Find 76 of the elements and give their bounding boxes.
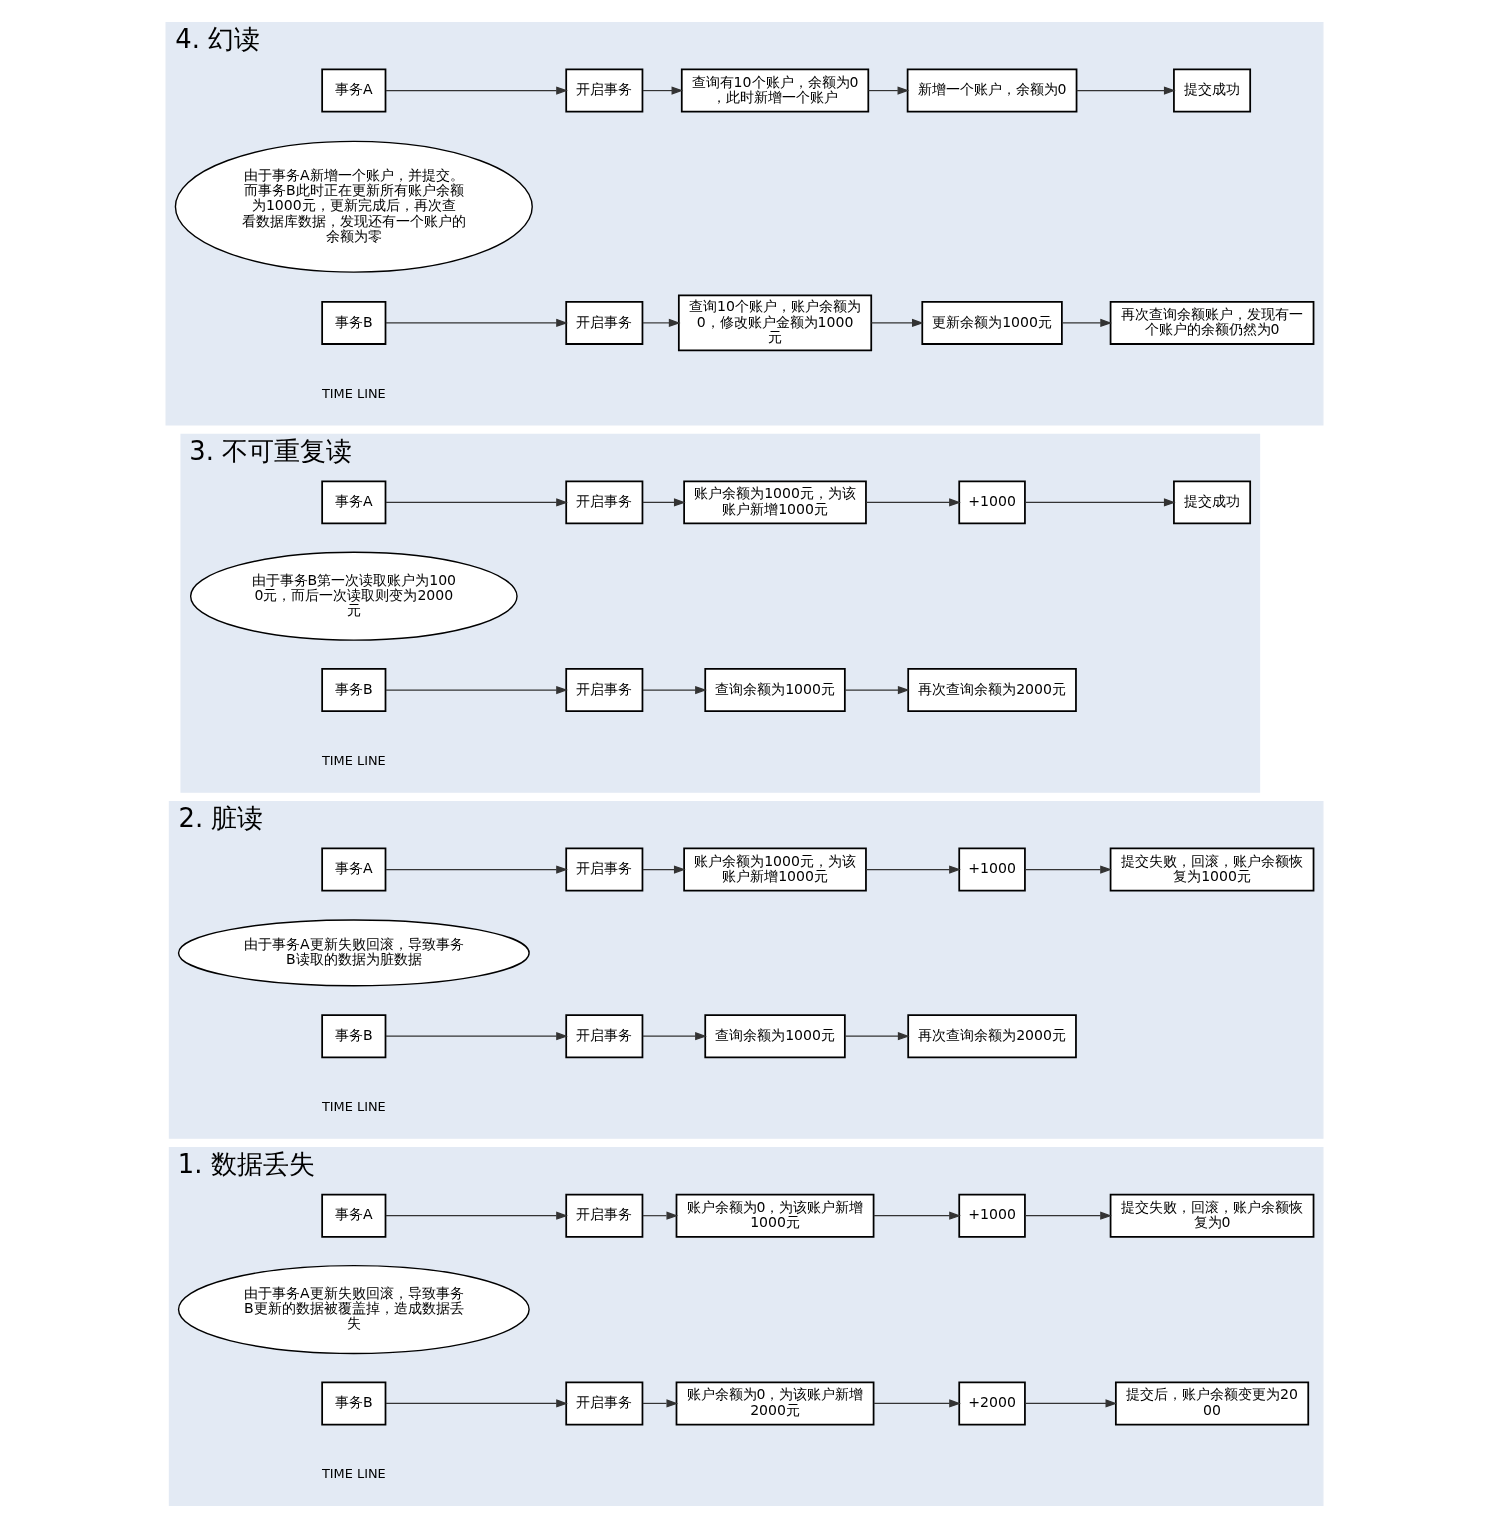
node-box: 账户余额为0，为该账户新增2000元 bbox=[675, 1381, 874, 1426]
node-box: 开启事务 bbox=[564, 847, 643, 892]
node-box: 提交成功 bbox=[1172, 480, 1251, 525]
arrow bbox=[384, 865, 568, 874]
label: TIME LINE bbox=[321, 752, 386, 768]
arrow bbox=[1075, 86, 1176, 95]
label: TIME LINE bbox=[321, 1466, 386, 1482]
node-box: 查询10个账户，账户余额为0，修改账户金额为1000元 bbox=[677, 294, 872, 352]
node-ellipse: 由于事务B第一次读取账户为1000元，而后一次读取则变为2000元 bbox=[189, 551, 518, 641]
node-ellipse: 由于事务A新增一个账户，并提交。而事务B此时正在更新所有账户余额为1000元，更新完成后，再次查看数据库数据，发现还有一个账户的余额为零 bbox=[174, 140, 533, 273]
node-box: 事务B bbox=[320, 1014, 386, 1059]
node-box: 开启事务 bbox=[564, 68, 643, 113]
arrow bbox=[641, 318, 681, 327]
arrow bbox=[843, 1032, 910, 1041]
node-box: 事务A bbox=[320, 847, 386, 892]
arrow bbox=[1024, 865, 1112, 874]
arrow bbox=[384, 86, 568, 95]
arrow bbox=[641, 1211, 678, 1220]
node-box: +2000 bbox=[957, 1381, 1026, 1426]
node-box: 事务B bbox=[320, 668, 386, 713]
arrow bbox=[1024, 1399, 1117, 1408]
node-ellipse: 由于事务A更新失败回滚，导致事务B更新的数据被覆盖掉，造成数据丢失 bbox=[177, 1264, 530, 1355]
node-box: 新增一个账户，余额为0 bbox=[906, 68, 1077, 113]
arrow bbox=[870, 318, 924, 327]
node-box: 事务B bbox=[320, 300, 386, 345]
node-box: 提交成功 bbox=[1172, 68, 1251, 113]
node-box: 账户余额为1000元，为该账户新增1000元 bbox=[682, 847, 867, 892]
arrow bbox=[641, 685, 707, 695]
node-box: 提交失败，回滚，账户余额恢复为1000元 bbox=[1109, 847, 1314, 892]
arrow bbox=[1061, 318, 1112, 327]
arrow bbox=[864, 865, 961, 874]
arrow bbox=[384, 685, 568, 695]
arrow bbox=[641, 86, 683, 95]
arrow bbox=[384, 1399, 568, 1408]
node-box: 开启事务 bbox=[564, 1014, 643, 1059]
node-box: 开启事务 bbox=[564, 1381, 643, 1426]
node-box: 查询余额为1000元 bbox=[703, 668, 846, 713]
node-box: 再次查询余额为2000元 bbox=[906, 668, 1077, 713]
arrow bbox=[641, 1399, 678, 1408]
arrow bbox=[384, 1032, 568, 1041]
node-box: 开启事务 bbox=[564, 300, 643, 345]
node-box: 查询有10个账户，余额为0，此时新增一个账户 bbox=[680, 68, 869, 113]
node-box: 事务A bbox=[320, 480, 386, 525]
arrow bbox=[384, 318, 568, 327]
node-box: 开启事务 bbox=[564, 668, 643, 713]
node-box: 提交失败，回滚，账户余额恢复为0 bbox=[1109, 1193, 1314, 1238]
arrow bbox=[384, 498, 568, 507]
arrow bbox=[641, 1032, 707, 1041]
arrow bbox=[864, 498, 961, 507]
node-box: 开启事务 bbox=[564, 480, 643, 525]
node-ellipse: 由于事务A更新失败回滚，导致事务B读取的数据为脏数据 bbox=[177, 919, 530, 987]
label: TIME LINE bbox=[321, 385, 386, 401]
node-box: 查询余额为1000元 bbox=[703, 1014, 846, 1059]
node-box: 再次查询余额为2000元 bbox=[906, 1014, 1077, 1059]
node-box: +1000 bbox=[957, 847, 1026, 892]
arrow bbox=[384, 1211, 568, 1220]
arrow bbox=[872, 1399, 961, 1408]
node-box: 更新余额为1000元 bbox=[920, 300, 1063, 345]
node-box: 开启事务 bbox=[564, 1193, 643, 1238]
node-box: +1000 bbox=[957, 1193, 1026, 1238]
node-box: 事务B bbox=[320, 1381, 386, 1426]
node-box: 再次查询余额账户，发现有一个账户的余额仍然为0 bbox=[1109, 300, 1314, 345]
node-box: 提交后，账户余额变更为2000 bbox=[1114, 1381, 1309, 1426]
arrow bbox=[1024, 1211, 1112, 1220]
node-box: 事务A bbox=[320, 68, 386, 113]
arrow bbox=[843, 685, 910, 695]
arrow bbox=[641, 498, 686, 507]
arrow bbox=[872, 1211, 961, 1220]
arrow bbox=[641, 865, 686, 874]
arrow bbox=[1024, 498, 1176, 507]
node-box: 账户余额为1000元，为该账户新增1000元 bbox=[682, 480, 867, 525]
node-box: 事务A bbox=[320, 1193, 386, 1238]
arrow bbox=[867, 86, 909, 95]
node-box: +1000 bbox=[957, 480, 1026, 525]
node-box: 账户余额为0，为该账户新增1000元 bbox=[675, 1193, 874, 1238]
label: TIME LINE bbox=[321, 1099, 386, 1115]
